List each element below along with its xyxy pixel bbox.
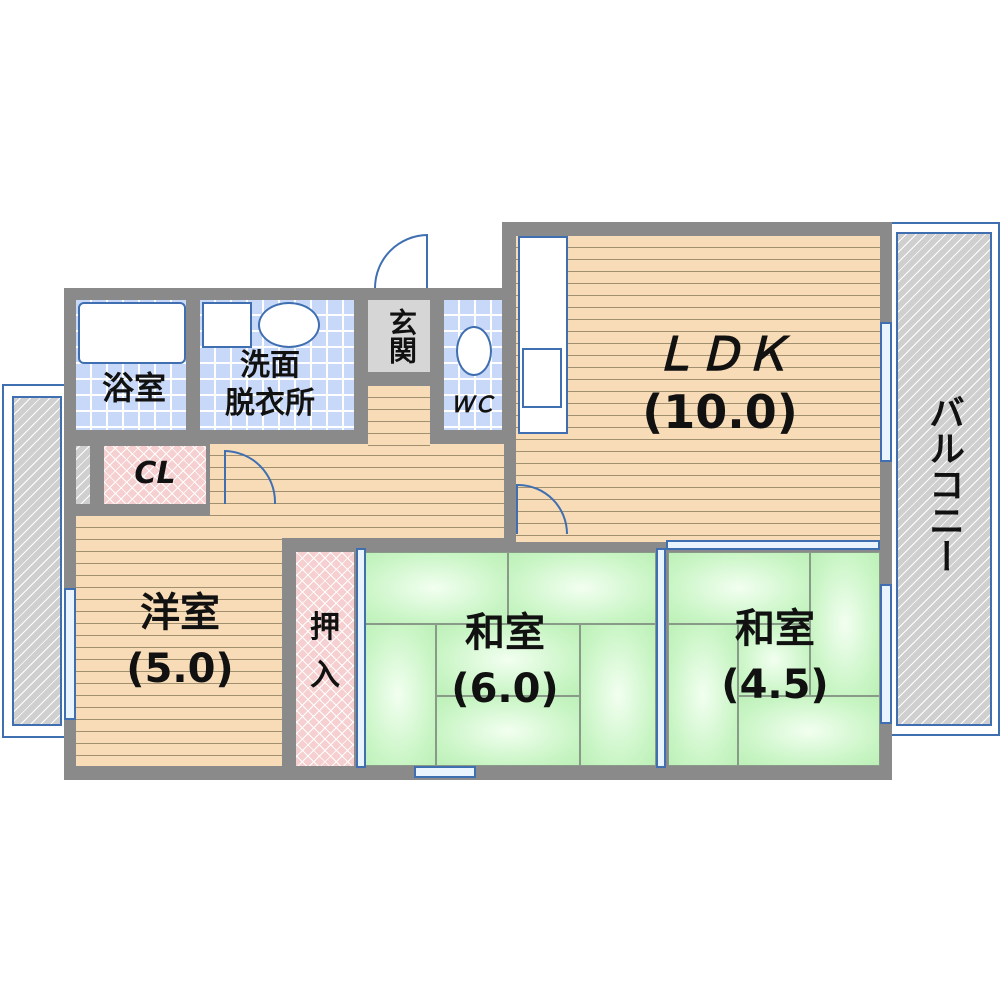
ldk-size: (10.0) <box>642 385 798 439</box>
tatami-mat <box>508 552 656 624</box>
bathroom-label: 浴室 <box>101 369 166 407</box>
western-room-size: (5.0) <box>126 646 234 692</box>
washroom-label-1: 洗面 <box>240 348 300 383</box>
tatami-mat <box>738 696 880 766</box>
balcony-right-floor <box>896 232 992 726</box>
hallway-upper <box>368 386 430 446</box>
oshiire-label-2: 入 <box>310 658 340 693</box>
western-room-label: 洋室 <box>140 590 220 636</box>
wash-basin <box>258 302 320 348</box>
tatami-mat <box>810 552 880 696</box>
tatami-mat <box>580 624 656 766</box>
wc-label: ＷＣ <box>450 393 495 418</box>
entrance-door[interactable] <box>374 234 428 288</box>
japanese-room-6-size: (6.0) <box>451 666 559 712</box>
closet-cl-label: CL <box>134 456 176 491</box>
tatami-mat <box>436 624 580 696</box>
ldk-label: ＬＤＫ <box>651 327 789 381</box>
tatami-mat <box>360 624 436 766</box>
western-room-window <box>64 588 76 720</box>
japanese-room-4-5-sliding-door[interactable] <box>656 548 666 768</box>
room-entrance <box>368 300 430 372</box>
room-japanese-4-5 <box>668 552 880 766</box>
balcony-right-label: バルコニー <box>923 394 964 574</box>
oshiire-label-1: 押 <box>310 610 340 645</box>
room-japanese-6 <box>360 552 656 766</box>
balcony-right: バルコニー <box>890 222 1000 736</box>
closet-cl <box>104 446 206 504</box>
japanese-room-4-5-window <box>880 584 892 724</box>
room-western <box>76 516 282 766</box>
kitchen-sink <box>522 348 562 408</box>
pipe-space <box>76 446 90 504</box>
tatami-mat <box>436 696 580 766</box>
tatami-mat <box>738 624 810 696</box>
ldk-japanese-sliding-door[interactable] <box>666 540 880 550</box>
japanese-room-6-label: 和室 <box>465 610 545 656</box>
bathtub <box>78 302 186 364</box>
tatami-mat <box>360 552 508 624</box>
japanese-room-4-5-size: (4.5) <box>721 662 829 708</box>
japanese-room-4-5-label: 和室 <box>735 606 815 652</box>
toilet <box>456 326 492 376</box>
japanese-room-6-window <box>414 766 476 778</box>
washing-machine <box>202 302 252 348</box>
japanese-room-6-sliding-door[interactable] <box>356 548 366 768</box>
balcony-left-floor <box>12 396 62 726</box>
balcony-left <box>2 384 66 738</box>
room-ldk <box>516 236 880 542</box>
tatami-mat <box>668 624 738 766</box>
ldk-window <box>880 322 892 462</box>
oshiire <box>296 552 354 766</box>
washroom-label-2: 脱衣所 <box>225 386 315 421</box>
tatami-mat <box>668 552 810 624</box>
entrance-label: 玄関 <box>385 308 418 364</box>
